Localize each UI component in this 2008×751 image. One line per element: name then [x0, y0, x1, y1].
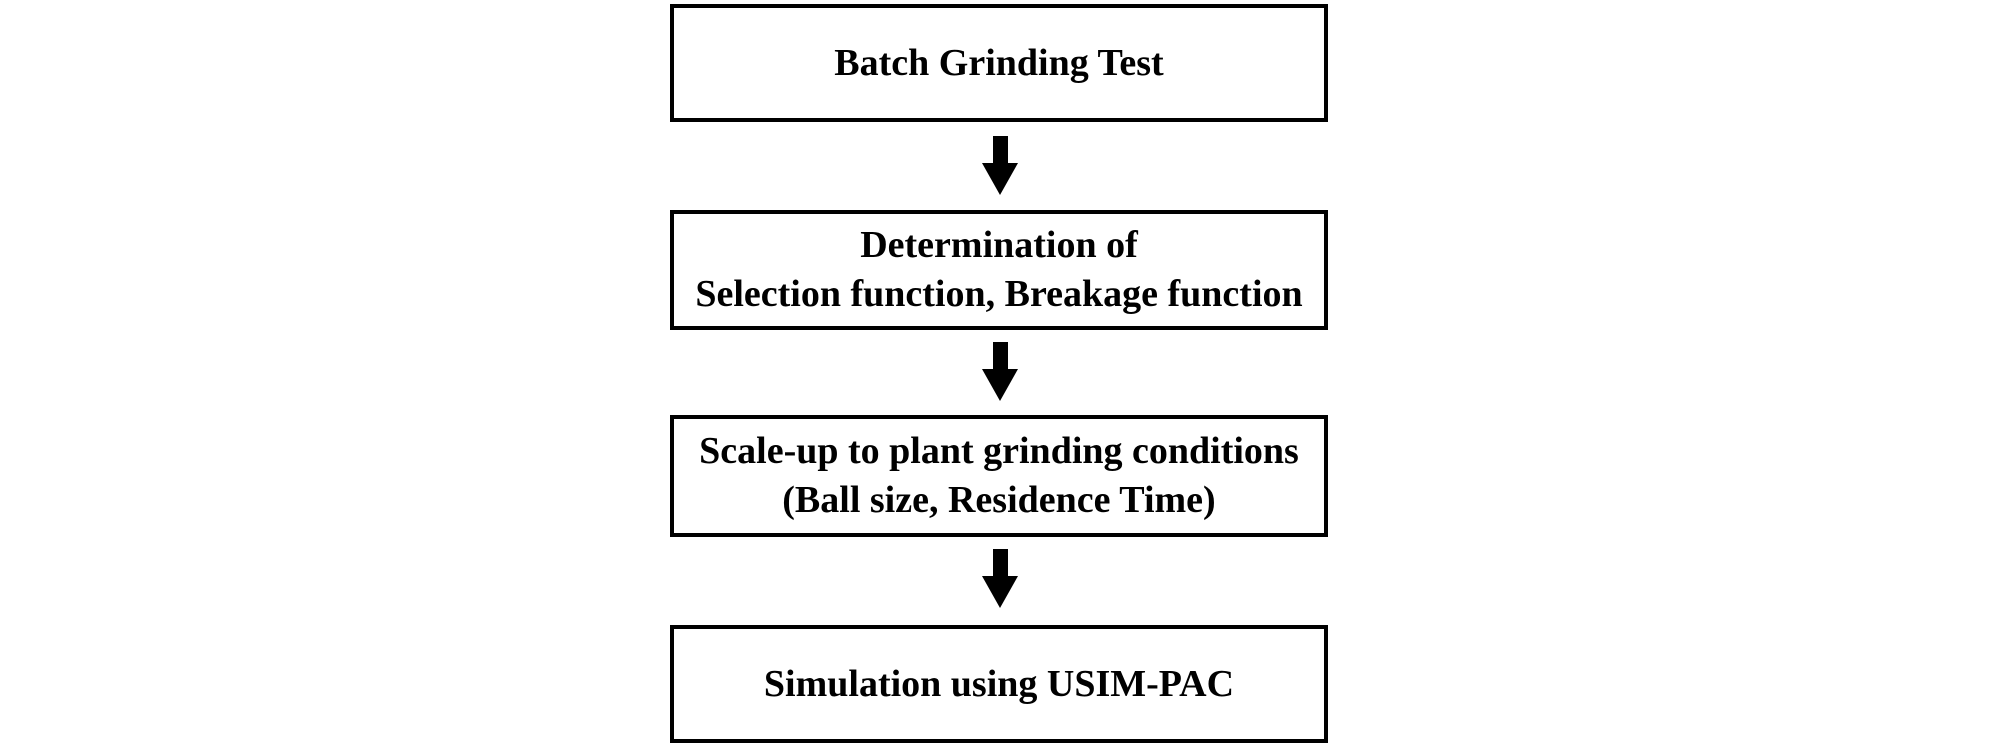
arrow-down-icon: [982, 549, 1018, 608]
arrow-head: [982, 576, 1018, 608]
step-label-line: Scale-up to plant grinding conditions: [699, 430, 1299, 472]
arrow-stem: [992, 549, 1008, 576]
flow-step-simulation-usim-pac: Simulation using USIM-PAC: [670, 625, 1328, 743]
arrow-stem: [992, 136, 1008, 163]
arrow-head: [982, 163, 1018, 195]
arrow-stem: [992, 342, 1008, 369]
flow-step-batch-grinding-test: Batch Grinding Test: [670, 4, 1328, 122]
step-label-line: Determination of: [860, 224, 1138, 266]
arrow-down-icon: [982, 136, 1018, 195]
arrow-head: [982, 369, 1018, 401]
step-label-line: Selection function, Breakage function: [695, 273, 1303, 315]
flow-step-scale-up: Scale-up to plant grinding conditions (B…: [670, 415, 1328, 537]
step-label: Batch Grinding Test: [834, 41, 1164, 84]
arrow-down-icon: [982, 342, 1018, 401]
step-label: Simulation using USIM-PAC: [763, 662, 1235, 705]
step-label-line: (Ball size, Residence Time): [782, 479, 1216, 521]
flow-step-determination-functions: Determination of Selection function, Bre…: [670, 210, 1328, 330]
